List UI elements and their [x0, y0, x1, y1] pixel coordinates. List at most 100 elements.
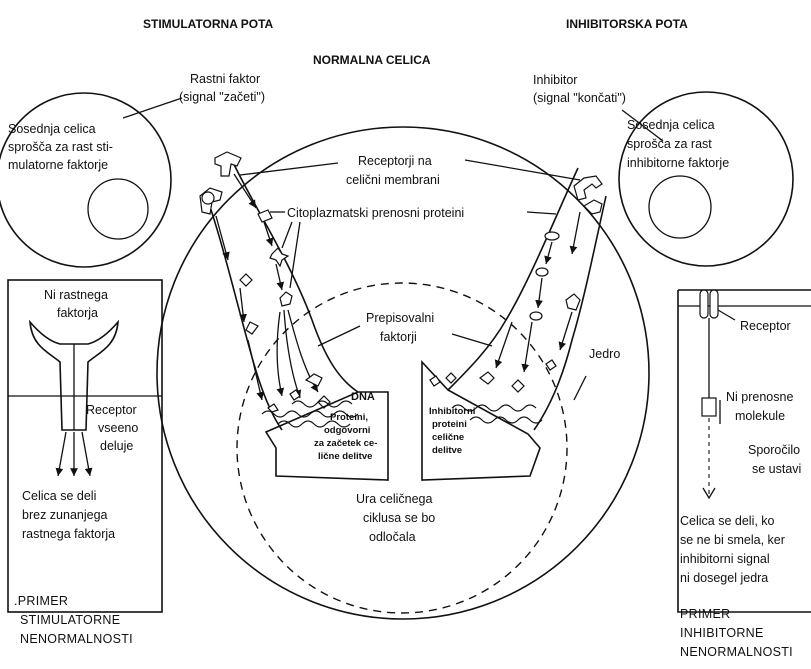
growth-factor-molecule — [201, 191, 215, 205]
left-protein-4 — [279, 291, 293, 307]
left-protein-5 — [245, 321, 259, 335]
header-inhibitory: INHIBITORSKA POTA — [566, 17, 688, 31]
left-arrow-1 — [215, 215, 230, 261]
left-arrow-5 — [239, 287, 247, 323]
left-arrow-4 — [275, 263, 285, 291]
right-caption-3: NENORMALNOSTI — [680, 645, 793, 659]
right-box-glyph-1 — [429, 375, 441, 387]
inhibitory-proteins-line-2: proteini — [432, 419, 467, 430]
right-panel-receptor-right — [709, 289, 719, 319]
left-protein-1 — [257, 209, 273, 223]
right-panel-no-molecule-2: molekule — [735, 409, 785, 423]
right-panel-dashed-head — [702, 487, 716, 500]
right-protein-4 — [529, 311, 543, 321]
left-arrow-8 — [287, 309, 319, 393]
right-neighbor-line-3: inhibitorne faktorje — [627, 156, 729, 170]
left-receptor-1 — [214, 151, 242, 177]
inhibitory-box — [421, 359, 541, 481]
left-channel-outer — [204, 191, 283, 431]
left-panel-bottom-3: rastnega faktorja — [22, 527, 115, 541]
header-stimulatory: STIMULATORNA POTA — [143, 17, 274, 31]
right-panel-frame — [677, 289, 811, 613]
left-caption-1: .PRIMER — [14, 594, 68, 608]
right-panel-receptor-label: Receptor — [740, 319, 791, 333]
nucleus-outline — [236, 282, 568, 614]
right-caption-2: INHIBITORNE — [680, 626, 764, 640]
transcription-line-1: Prepisovalni — [366, 311, 434, 325]
cell-cycle-line-1: Ura celičnega — [356, 492, 432, 506]
right-receptor-2 — [583, 199, 603, 215]
left-panel-arrow-1 — [55, 431, 67, 477]
receptors-leader-right — [464, 159, 581, 181]
nucleus-leader — [573, 375, 587, 401]
right-dna-2 — [469, 416, 543, 424]
right-tf-2 — [511, 379, 525, 393]
inhibitory-proteins-line-3: celične — [432, 432, 464, 443]
normal-cell-outline — [156, 126, 650, 620]
cyto-leader-2 — [281, 221, 293, 249]
left-panel-bottom-2: brez zunanjega — [22, 508, 108, 522]
left-arrow-2 — [233, 173, 257, 209]
division-proteins-line-2: odgovorni — [324, 425, 370, 436]
right-arrow-1 — [569, 211, 581, 255]
left-arrow-7 — [283, 309, 302, 399]
left-panel-bottom-1: Celica se deli — [22, 489, 96, 503]
receptors-line-1: Receptorji na — [358, 154, 432, 168]
left-panel-receptor-3: deluje — [100, 439, 133, 453]
inhibitory-proteins-line-1: Inhibitorni — [429, 406, 475, 417]
right-panel-receptor-leader — [717, 309, 736, 321]
growth-factor-line-2: (signal "začeti") — [179, 90, 265, 104]
right-caption-1: PRIMER — [680, 607, 730, 621]
right-neighbor-line-1: Sosednja celica — [627, 118, 715, 132]
left-caption-3: NENORMALNOSTI — [20, 632, 133, 646]
right-arrow-5 — [521, 321, 533, 373]
receptors-line-2: celični membrani — [346, 173, 440, 187]
right-arrow-2 — [544, 241, 553, 265]
division-proteins-line-1: Proteini, — [330, 412, 368, 423]
left-tf-2 — [289, 389, 301, 401]
right-arrow-3 — [535, 277, 543, 309]
tf-leader-right — [451, 333, 493, 347]
left-neighbor-cell — [0, 92, 172, 268]
right-panel-bottom-3: inhibitorni signal — [680, 552, 770, 566]
header-normal-cell: NORMALNA CELICA — [313, 53, 431, 67]
left-arrow-3 — [263, 221, 274, 247]
left-caption-2: STIMULATORNE — [20, 613, 120, 627]
right-panel-blocked-molecule — [701, 397, 717, 417]
left-dna-3 — [291, 400, 353, 408]
right-channel-inner — [447, 167, 579, 391]
inhibitory-proteins-line-4: delitve — [432, 445, 462, 456]
dna-label: DNA — [351, 391, 375, 403]
right-neighbor-cell — [618, 91, 794, 267]
left-protein-2 — [269, 247, 290, 268]
right-tf-1 — [479, 371, 495, 385]
right-panel-no-molecule-1: Ni prenosne — [726, 390, 793, 404]
right-channel-outer — [533, 195, 607, 431]
growth-factor-leader — [122, 97, 183, 119]
right-tf-3 — [545, 359, 557, 371]
left-dna-1 — [261, 410, 359, 418]
cyto-leader-3 — [289, 221, 301, 289]
right-panel-receptor-left — [699, 289, 709, 319]
left-arrow-9 — [276, 311, 285, 397]
left-neighbor-line-2: sprošča za rast sti- — [8, 140, 113, 154]
left-protein-3 — [239, 273, 253, 287]
dna-box — [264, 391, 389, 481]
growth-factor-line-1: Rastni faktor — [190, 72, 260, 86]
left-panel-receptor-1: Receptor — [86, 403, 137, 417]
right-panel-message-2: se ustavi — [752, 462, 801, 476]
right-arrow-6 — [494, 321, 513, 369]
left-panel-frame — [7, 279, 163, 613]
left-panel-top-2: faktorja — [57, 306, 98, 320]
inhibitor-leader — [621, 109, 664, 142]
inhibitor-line-2: (signal "končati") — [533, 91, 626, 105]
right-arrow-4 — [558, 311, 573, 351]
cyto-leader-right — [526, 211, 557, 215]
receptors-leader-left — [239, 162, 339, 176]
right-panel-bottom-2: se ne bi smela, ker — [680, 533, 785, 547]
tf-leader-left — [317, 325, 361, 347]
left-arrow-6 — [247, 339, 265, 401]
left-tf-4 — [267, 403, 279, 413]
